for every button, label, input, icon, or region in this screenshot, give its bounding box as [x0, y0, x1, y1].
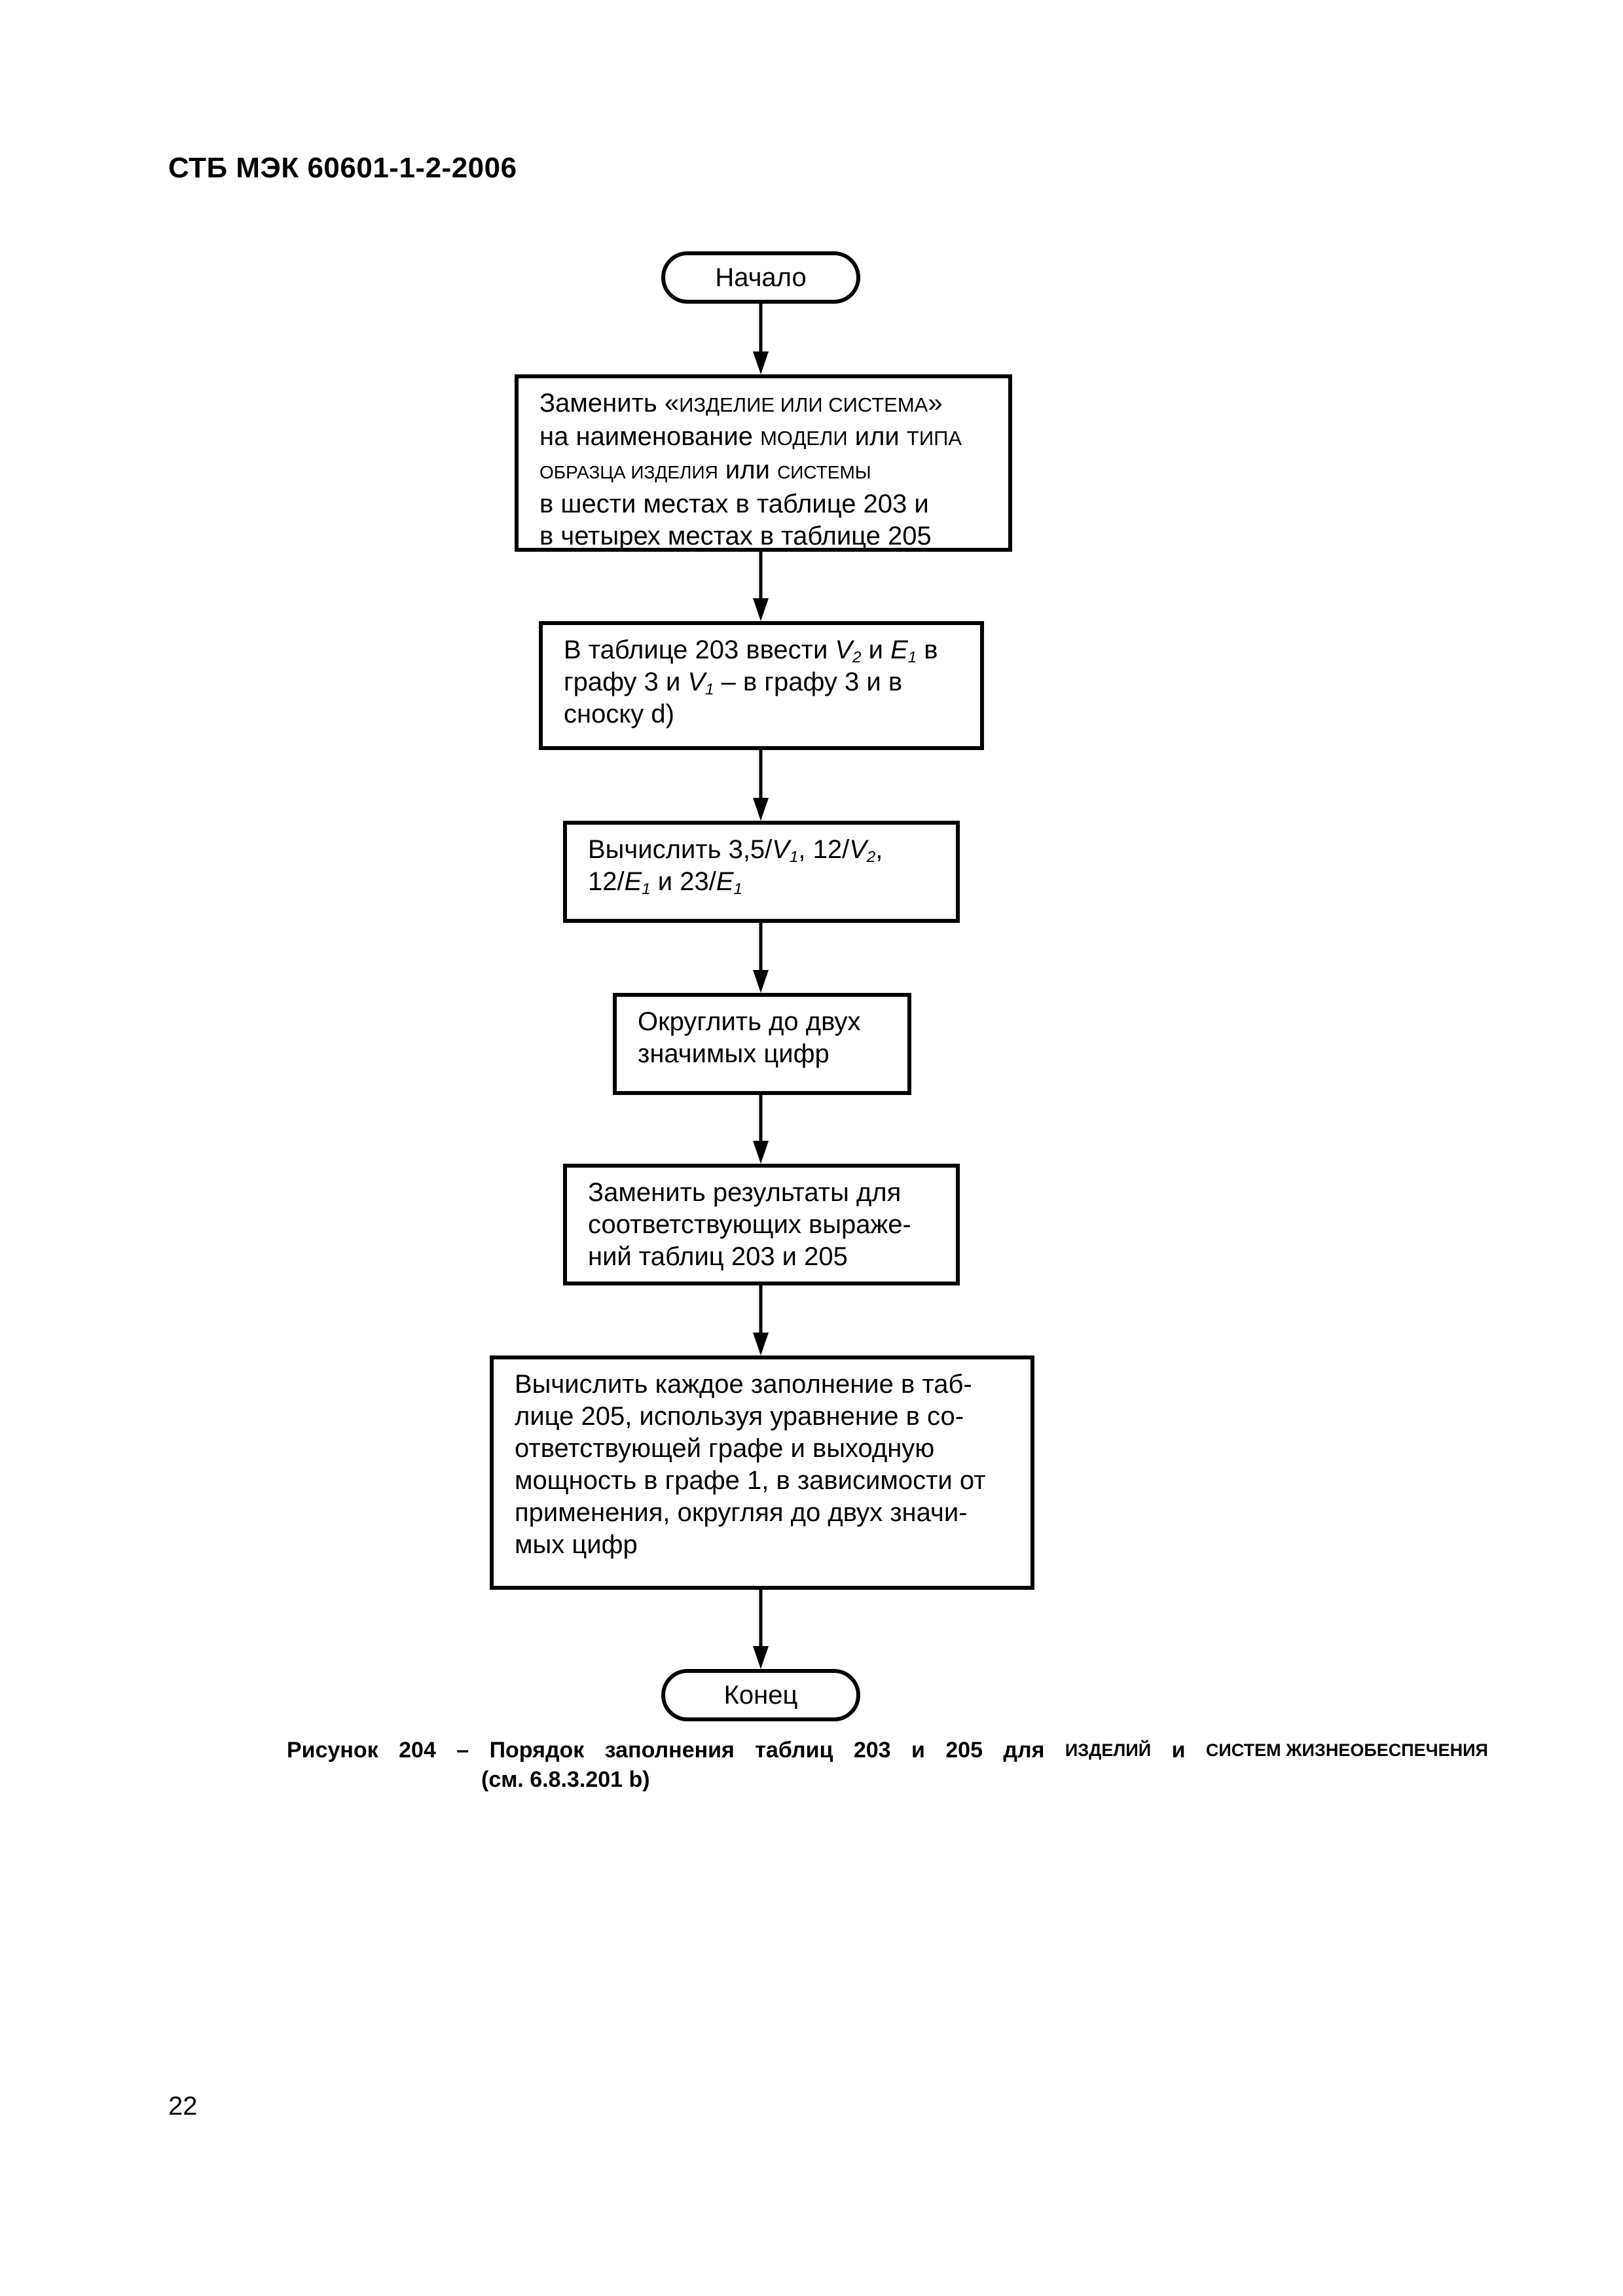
step6-line4: мощность в графе 1, в зависимости от	[515, 1466, 986, 1495]
step5-line1: Заменить результаты для	[588, 1178, 902, 1207]
step-enter-values-table-203: В таблице 203 ввести V2 и E1 в графу 3 и…	[539, 621, 984, 750]
caption-line2: (см. 6.8.3.201 b)	[481, 1767, 650, 1792]
step3-line2: 12/E1 и 23/E1	[588, 867, 742, 898]
end-terminal: Конец	[661, 1669, 860, 1721]
arrowhead-step2	[753, 598, 769, 621]
arrowhead-end	[753, 1646, 769, 1669]
step6-line2: лице 205, используя уравнение в со-	[515, 1402, 964, 1431]
arrowhead-step4	[753, 970, 769, 993]
document-header: СТБ МЭК 60601-1-2-2006	[168, 152, 517, 184]
step1-line4: в шести местах в таблице 203 и	[539, 490, 929, 518]
step-calculate-ratios: Вычислить 3,5/V1, 12/V2, 12/E1 и 23/E1	[563, 821, 960, 923]
step4-line2: значимых цифр	[638, 1039, 830, 1068]
step1-line2: на наименование МОДЕЛИ или ТИПА	[539, 422, 962, 451]
step6-line3: ответствующей графе и выходную	[515, 1434, 935, 1463]
step4-line1: Округлить до двух	[638, 1007, 861, 1036]
start-label: Начало	[715, 262, 807, 292]
step6-line5: применения, округляя до двух значи-	[515, 1498, 968, 1527]
step-round-two-digits: Округлить до двух значимых цифр	[613, 993, 911, 1095]
arrowhead-step5	[753, 1141, 769, 1164]
step6-line6: мых цифр	[515, 1530, 638, 1559]
page-number: 22	[168, 2092, 198, 2121]
arrowhead-step3	[753, 798, 769, 821]
step6-line1: Вычислить каждое заполнение в таб-	[515, 1370, 972, 1399]
step5-line3: ний таблиц 203 и 205	[588, 1242, 848, 1271]
step3-line1: Вычислить 3,5/V1, 12/V2,	[588, 835, 883, 866]
end-label: Конец	[723, 1680, 798, 1710]
step1-line3: ОБРАЗЦА ИЗДЕЛИЯ или СИСТЕМЫ	[539, 456, 871, 484]
step-replace-results: Заменить результаты для соответствующих …	[563, 1164, 960, 1285]
start-terminal: Начало	[661, 251, 860, 304]
step2-line1: В таблице 203 ввести V2 и E1 в	[564, 636, 938, 666]
step-calculate-each-entry: Вычислить каждое заполнение в таб- лице …	[490, 1355, 1034, 1590]
step-replace-product-name: Заменить «ИЗДЕЛИЕ ИЛИ СИСТЕМА» на наимен…	[515, 374, 1012, 552]
step5-line2: соответствующих выраже-	[588, 1210, 911, 1239]
step2-line3: сноску d)	[564, 700, 674, 728]
step2-line2: графу 3 и V1 – в графу 3 и в	[564, 668, 903, 698]
arrowhead-step6	[753, 1333, 769, 1355]
step1-line5: в четырех местах в таблице 205	[539, 522, 932, 550]
arrowhead-step1	[753, 351, 769, 374]
step1-line1: Заменить «ИЗДЕЛИЕ ИЛИ СИСТЕМА»	[539, 389, 943, 418]
